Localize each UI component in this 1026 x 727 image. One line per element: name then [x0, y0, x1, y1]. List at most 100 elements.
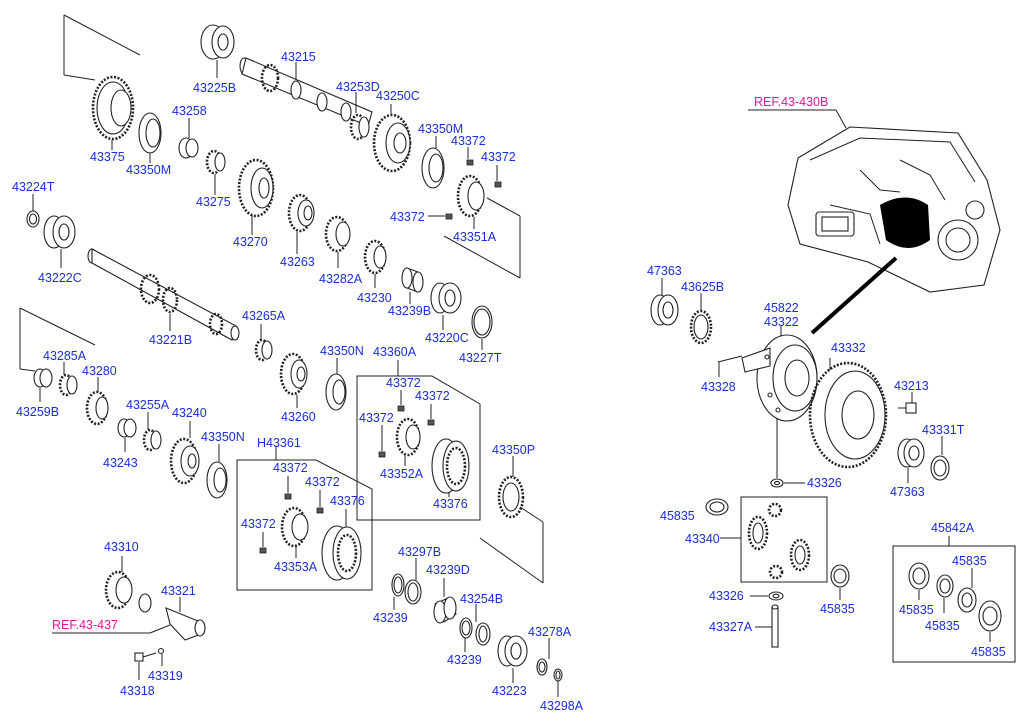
- bearing-43255A[interactable]: [142, 412, 162, 452]
- bearing-43220C[interactable]: [430, 282, 462, 330]
- key-43372-g[interactable]: [284, 476, 292, 500]
- key-43372-c[interactable]: [428, 213, 453, 220]
- bolt-43318[interactable]: [134, 652, 157, 680]
- pin-43319[interactable]: [157, 647, 165, 667]
- shaft-43221B[interactable]: [87, 248, 240, 341]
- key-43372-e[interactable]: [427, 404, 435, 426]
- key-43372-h[interactable]: [316, 490, 324, 514]
- sleeve-43376-a[interactable]: [431, 438, 470, 497]
- label-43360A: 43360A: [373, 345, 417, 359]
- bearing-47363-upper[interactable]: [650, 278, 679, 326]
- gear-43310[interactable]: [104, 556, 133, 610]
- key-43372-a[interactable]: [466, 147, 474, 166]
- label-43372-d: 43372: [386, 376, 421, 390]
- label-43223: 43223: [492, 684, 527, 698]
- collar-43258[interactable]: [178, 118, 199, 159]
- gear-43282A[interactable]: [324, 215, 351, 268]
- bearing-43265A[interactable]: [254, 324, 273, 362]
- collar-43243[interactable]: [117, 418, 137, 452]
- hub-43352A[interactable]: [395, 417, 421, 466]
- bearing-47363-lower[interactable]: [897, 438, 925, 483]
- bearing-43223[interactable]: [497, 635, 528, 683]
- hub-43353A[interactable]: [280, 506, 309, 558]
- synchro-ring-43350N-upper[interactable]: [325, 358, 347, 411]
- ring-gear-43332[interactable]: [808, 358, 888, 469]
- bearing-43225B[interactable]: [200, 24, 235, 78]
- ref-label-43-437[interactable]: REF.43-437: [52, 618, 118, 632]
- snap-ring-43297B[interactable]: [391, 558, 417, 597]
- synchro-ring-43350P[interactable]: [497, 456, 525, 519]
- snap-ring-43331T[interactable]: [930, 436, 950, 481]
- synchro-ring-43350M-left[interactable]: [138, 112, 162, 163]
- label-43372-i: 43372: [241, 517, 276, 531]
- key-43372-i[interactable]: [259, 532, 267, 554]
- bolt-43213[interactable]: [898, 392, 917, 414]
- label-43326-lower: 43326: [709, 589, 744, 603]
- gear-43263[interactable]: [287, 193, 315, 254]
- snap-ring-43224T[interactable]: [26, 194, 40, 228]
- pinion-gears-43340[interactable]: [747, 502, 811, 580]
- key-43372-b[interactable]: [494, 165, 502, 188]
- snap-ring-43298A[interactable]: [553, 668, 563, 697]
- label-43278A: 43278A: [528, 625, 572, 639]
- gear-43230[interactable]: [363, 239, 387, 288]
- group-bracket-43285A: [19, 307, 96, 372]
- key-43372-d[interactable]: [397, 390, 405, 412]
- ref-pointer-43-430B: [748, 109, 847, 129]
- gear-43280[interactable]: [85, 377, 109, 426]
- washer-43326-lower[interactable]: [750, 591, 784, 601]
- label-43259B: 43259B: [16, 405, 59, 419]
- collar-43239B[interactable]: [401, 267, 424, 304]
- label-43350M-right: 43350M: [418, 122, 463, 136]
- ring-43239-a[interactable]: [393, 579, 422, 610]
- pinion-shaft-43327A[interactable]: [755, 604, 779, 648]
- collar-43259B[interactable]: [33, 368, 53, 402]
- needle-bearing-43254B[interactable]: [475, 604, 491, 646]
- label-47363-lower: 47363: [890, 485, 925, 499]
- gear-43260[interactable]: [279, 352, 308, 408]
- label-43230: 43230: [357, 291, 392, 305]
- label-45822: 45822: [764, 301, 799, 315]
- key-43372-f[interactable]: [378, 425, 386, 458]
- label-43350M-left: 43350M: [126, 163, 171, 177]
- washer-45835-a[interactable]: [705, 498, 729, 516]
- synchro-ring-43350N-lower[interactable]: [206, 444, 228, 499]
- gear-43625B[interactable]: [689, 293, 713, 345]
- shaft-43321[interactable]: [138, 593, 206, 641]
- label-43275: 43275: [196, 195, 231, 209]
- gear-43375[interactable]: [91, 75, 135, 150]
- label-43222C: 43222C: [38, 271, 82, 285]
- collar-43239D[interactable]: [433, 578, 457, 624]
- label-43372-c: 43372: [390, 210, 425, 224]
- synchro-ring-43350M-right[interactable]: [421, 136, 445, 189]
- label-43331T: 43331T: [922, 423, 965, 437]
- bearing-43222C[interactable]: [43, 215, 76, 268]
- snap-ring-43278A[interactable]: [536, 638, 550, 676]
- bearing-43285A[interactable]: [58, 362, 78, 397]
- label-43215: 43215: [281, 50, 316, 64]
- pin-43328[interactable]: [717, 355, 743, 377]
- gear-43270[interactable]: [237, 158, 275, 235]
- label-43243: 43243: [103, 456, 138, 470]
- label-43239B: 43239B: [388, 304, 431, 318]
- differential-case-45822[interactable]: [741, 325, 818, 422]
- bearing-43253D[interactable]: [349, 92, 370, 141]
- gear-43250C[interactable]: [372, 104, 412, 173]
- ring-43239-b[interactable]: [459, 617, 473, 652]
- label-43224T: 43224T: [12, 180, 55, 194]
- gear-43240[interactable]: [169, 421, 200, 485]
- washer-45835-f[interactable]: [830, 564, 850, 600]
- label-45835-b: 45835: [952, 554, 987, 568]
- hub-43351A[interactable]: [456, 174, 485, 229]
- snap-ring-43227T[interactable]: [471, 305, 493, 350]
- ref-label-43-430B[interactable]: REF.43-430B: [754, 95, 828, 109]
- label-43372-b: 43372: [481, 150, 516, 164]
- label-43253D: 43253D: [336, 80, 380, 94]
- label-43298A: 43298A: [540, 699, 584, 713]
- sleeve-43376-b[interactable]: [321, 509, 362, 581]
- label-45835-d: 45835: [925, 619, 960, 633]
- washer-45835-kit[interactable]: [908, 562, 1002, 642]
- bearing-43275[interactable]: [205, 149, 226, 195]
- washer-43326-upper[interactable]: [770, 418, 805, 488]
- label-43260: 43260: [281, 410, 316, 424]
